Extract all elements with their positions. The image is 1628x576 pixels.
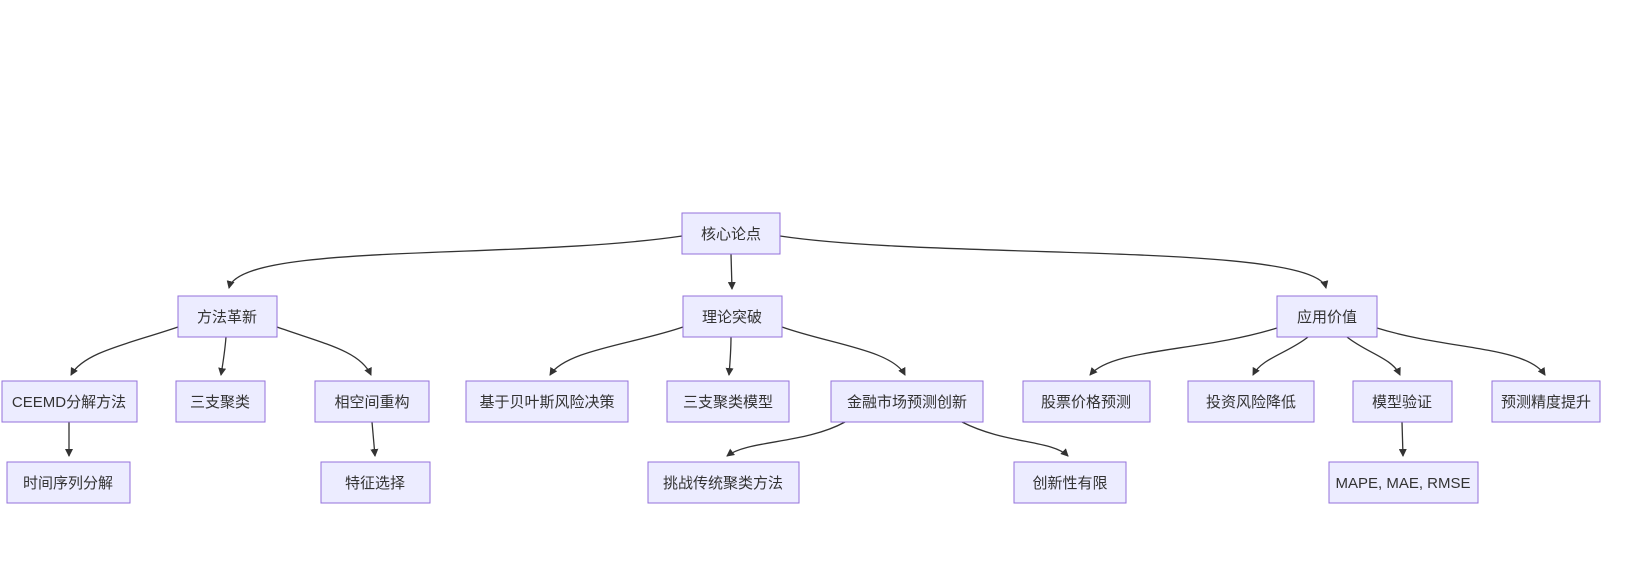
edge-application-risk — [1252, 336, 1309, 376]
node-label-three_way_model: 三支聚类模型 — [683, 394, 773, 411]
node-feature: 特征选择 — [320, 461, 431, 504]
node-accuracy: 预测精度提升 — [1491, 380, 1601, 423]
edge-method-three_way — [218, 336, 227, 376]
node-box-root — [681, 212, 781, 255]
node-box-phase_space — [314, 380, 430, 423]
node-label-validation: 模型验证 — [1372, 394, 1432, 411]
edge-phase_space-feature — [370, 421, 379, 457]
node-box-stock — [1022, 380, 1151, 423]
node-label-ceemd: CEEMD分解方法 — [12, 394, 126, 411]
edge-theory-three_way_model — [725, 336, 734, 376]
edge-market_innovation-limited — [961, 421, 1069, 457]
edge-layer — [65, 235, 1546, 457]
node-box-challenge — [647, 461, 800, 504]
node-stock: 股票价格预测 — [1022, 380, 1151, 423]
node-label-root: 核心论点 — [701, 226, 761, 243]
node-three_way_model: 三支聚类模型 — [666, 380, 790, 423]
node-label-risk: 投资风险降低 — [1206, 394, 1296, 411]
node-label-decomposition: 时间序列分解 — [23, 475, 113, 492]
node-ceemd: CEEMD分解方法 — [1, 380, 138, 423]
node-metrics: MAPE, MAE, RMSE — [1328, 461, 1479, 504]
node-label-bayes: 基于贝叶斯风险决策 — [479, 394, 614, 411]
node-label-theory: 理论突破 — [702, 309, 762, 326]
node-label-three_way: 三支聚类 — [190, 394, 250, 411]
node-label-challenge: 挑战传统聚类方法 — [663, 475, 783, 492]
edge-theory-market_innovation — [781, 326, 906, 376]
node-label-stock: 股票价格预测 — [1041, 394, 1131, 411]
node-label-feature: 特征选择 — [345, 475, 405, 492]
edge-root-method — [226, 235, 683, 289]
node-box-application — [1276, 295, 1378, 338]
node-theory: 理论突破 — [682, 295, 783, 338]
node-box-theory — [682, 295, 783, 338]
node-root: 核心论点 — [681, 212, 781, 255]
node-box-market_innovation — [830, 380, 984, 423]
edge-theory-bayes — [549, 326, 684, 376]
node-label-limited: 创新性有限 — [1032, 475, 1107, 492]
node-box-feature — [320, 461, 431, 504]
node-decomposition: 时间序列分解 — [6, 461, 131, 504]
node-label-metrics: MAPE, MAE, RMSE — [1335, 475, 1470, 492]
edge-method-ceemd — [70, 326, 179, 376]
node-label-application: 应用价值 — [1297, 308, 1357, 326]
node-box-decomposition — [6, 461, 131, 504]
node-risk: 投资风险降低 — [1187, 380, 1315, 423]
node-challenge: 挑战传统聚类方法 — [647, 461, 800, 504]
node-validation: 模型验证 — [1352, 380, 1453, 423]
node-box-ceemd — [1, 380, 138, 423]
edge-validation-metrics — [1398, 421, 1407, 457]
edge-method-phase_space — [276, 326, 372, 376]
node-method: 方法革新 — [177, 295, 278, 338]
edge-root-theory — [727, 253, 736, 290]
node-label-accuracy: 预测精度提升 — [1501, 394, 1591, 411]
node-box-bayes — [465, 380, 629, 423]
node-application: 应用价值 — [1276, 295, 1378, 338]
node-box-three_way_model — [666, 380, 790, 423]
node-three_way: 三支聚类 — [175, 380, 266, 423]
node-phase_space: 相空间重构 — [314, 380, 430, 423]
node-box-method — [177, 295, 278, 338]
node-market_innovation: 金融市场预测创新 — [830, 380, 984, 423]
node-bayes: 基于贝叶斯风险决策 — [465, 380, 629, 423]
node-box-accuracy — [1491, 380, 1601, 423]
node-box-metrics — [1328, 461, 1479, 504]
node-box-validation — [1352, 380, 1453, 423]
node-label-method: 方法革新 — [197, 309, 257, 326]
node-limited: 创新性有限 — [1013, 461, 1127, 504]
node-layer: 核心论点 方法革新 理论突破 应用价值 CEEMD分解方法 三支聚类 相空间重构 — [1, 212, 1601, 504]
edge-root-application — [779, 235, 1329, 289]
node-box-limited — [1013, 461, 1127, 504]
node-box-three_way — [175, 380, 266, 423]
edge-application-stock — [1089, 327, 1278, 376]
node-label-market_innovation: 金融市场预测创新 — [847, 394, 967, 411]
edge-application-validation — [1346, 336, 1401, 376]
node-label-phase_space: 相空间重构 — [334, 394, 409, 411]
node-box-risk — [1187, 380, 1315, 423]
edge-market_innovation-challenge — [726, 421, 846, 457]
edge-application-accuracy — [1376, 327, 1546, 376]
